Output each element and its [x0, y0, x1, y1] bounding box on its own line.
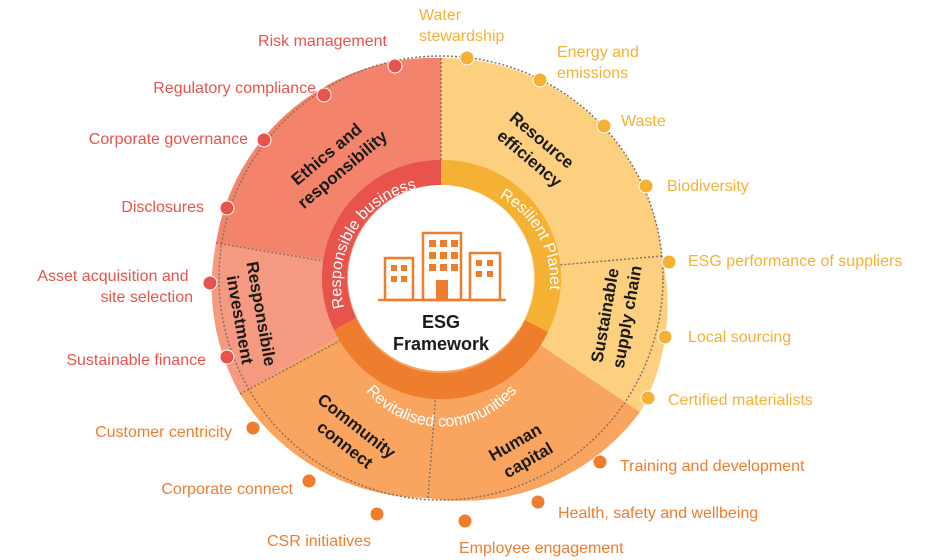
- dot-asset: [202, 275, 218, 291]
- label-training-development: Training and development: [620, 458, 805, 475]
- center-disc: [348, 185, 534, 371]
- buildings-icon: [378, 231, 506, 302]
- label-energy-emissions: Energy and emissions: [557, 44, 643, 82]
- label-csr-initiatives: CSR initiatives: [267, 533, 371, 550]
- dot-finance: [219, 349, 235, 365]
- dot-esg-performance: [661, 254, 677, 270]
- dot-water: [459, 50, 475, 66]
- label-esg-performance: ESG performance of suppliers: [688, 253, 902, 270]
- center-title: ESG: [422, 312, 460, 332]
- label-asset-acquisition: Asset acquisition and site selection: [37, 268, 193, 306]
- label-health-safety: Health, safety and wellbeing: [558, 505, 758, 522]
- dot-disclosures: [219, 200, 235, 216]
- dot-customer: [245, 420, 261, 436]
- dot-risk: [387, 58, 403, 74]
- center-subtitle: Framework: [393, 334, 490, 354]
- label-biodiversity: Biodiversity: [667, 178, 749, 195]
- dot-governance: [256, 132, 272, 148]
- label-disclosures: Disclosures: [121, 199, 204, 216]
- pillar-ring: [321, 159, 562, 400]
- pillar-revitalised-communities: [334, 318, 548, 400]
- pillar-resilient-planet: [441, 159, 562, 332]
- dot-employee: [457, 513, 473, 529]
- label-customer-centricity: Customer centricity: [95, 424, 232, 441]
- dot-energy: [532, 72, 548, 88]
- label-employee-engagement: Employee engagement: [459, 540, 624, 557]
- label-regulatory-compliance: Regulatory compliance: [153, 80, 316, 97]
- label-certified-materialists: Certified materialists: [668, 392, 813, 409]
- dot-waste: [596, 118, 612, 134]
- label-waste: Waste: [621, 113, 666, 130]
- label-local-sourcing: Local sourcing: [688, 329, 791, 346]
- dot-biodiversity: [638, 178, 654, 194]
- label-corporate-connect: Corporate connect: [161, 481, 293, 498]
- dot-health: [530, 494, 546, 510]
- dot-csr: [369, 506, 385, 522]
- dot-local-sourcing: [657, 329, 673, 345]
- dot-regulatory: [316, 87, 332, 103]
- dot-training: [592, 454, 608, 470]
- pillar-responsible-business: [321, 159, 441, 330]
- label-sustainable-finance: Sustainable finance: [66, 352, 206, 369]
- label-water-stewardship: Water stewardship: [419, 7, 504, 45]
- label-corporate-governance: Corporate governance: [89, 131, 248, 148]
- perimeter-dots: [202, 50, 677, 529]
- dot-certified: [640, 390, 656, 406]
- dot-corporate-connect: [301, 473, 317, 489]
- label-risk-management: Risk management: [258, 33, 388, 50]
